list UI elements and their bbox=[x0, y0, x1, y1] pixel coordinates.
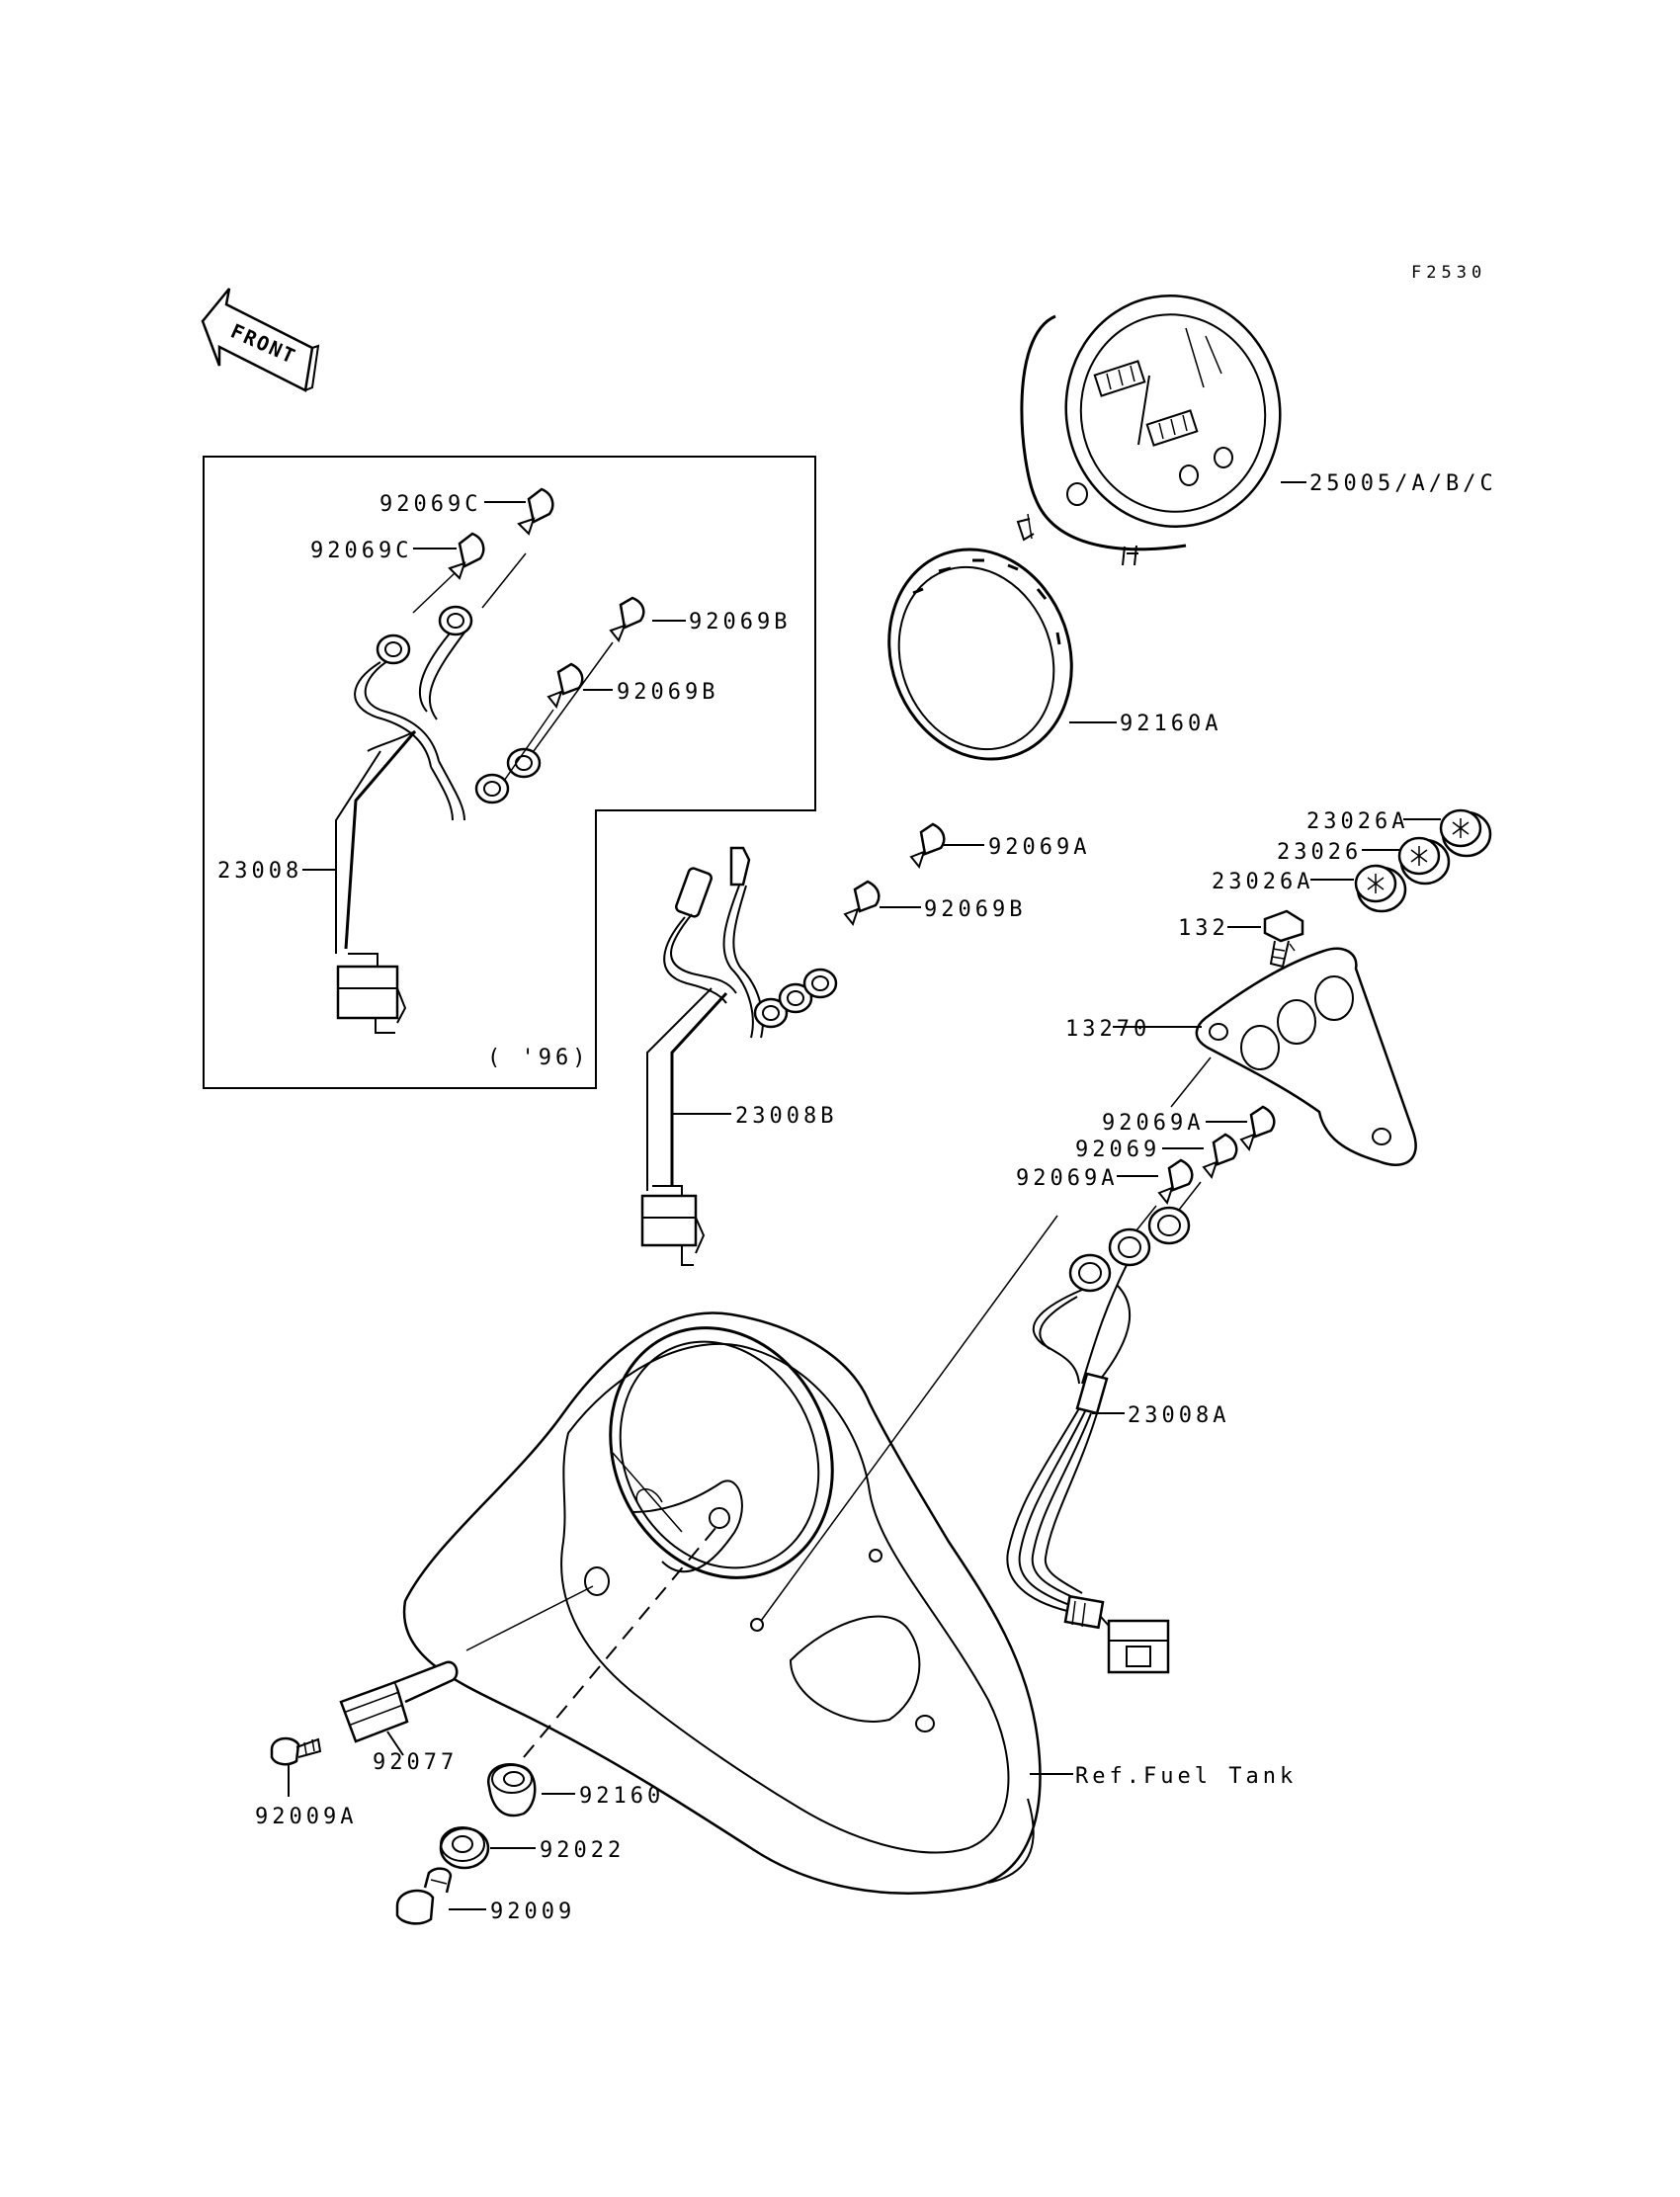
label-92069c-1: 92069C bbox=[379, 492, 481, 517]
label-92160a: 92160A bbox=[1120, 712, 1221, 736]
label-92069b-2: 92069B bbox=[617, 680, 718, 705]
label-92160: 92160 bbox=[579, 1784, 664, 1809]
grommet-92160 bbox=[487, 1762, 537, 1817]
plate-13270 bbox=[1195, 943, 1417, 1166]
screw-92009a bbox=[270, 1736, 322, 1766]
label-23008: 23008 bbox=[217, 859, 302, 884]
label-13270: 13270 bbox=[1065, 1017, 1150, 1042]
label-23008a: 23008A bbox=[1128, 1403, 1229, 1428]
label-92069b-1: 92069B bbox=[689, 610, 791, 634]
plug-92077 bbox=[339, 1660, 459, 1743]
label-92022: 92022 bbox=[540, 1838, 625, 1863]
fuel-tank-cover bbox=[402, 1311, 1042, 1895]
ring-92160a bbox=[887, 548, 1073, 761]
label-92069b-3: 92069B bbox=[924, 897, 1026, 922]
bulb-92069c-2 bbox=[448, 532, 485, 580]
label-ref-fuel-tank: Ref.Fuel Tank bbox=[1075, 1764, 1297, 1789]
label-92009a: 92009A bbox=[255, 1805, 357, 1829]
cap-23026a-1 bbox=[1439, 808, 1492, 858]
front-arrow-icon: FRONT bbox=[201, 288, 320, 392]
harness-23008a bbox=[1006, 1206, 1191, 1674]
cap-23026a-2 bbox=[1354, 864, 1407, 913]
bulb-92069b-1 bbox=[609, 596, 645, 642]
label-23026: 23026 bbox=[1277, 840, 1362, 865]
washer-92022 bbox=[439, 1826, 490, 1870]
bolt-92009 bbox=[395, 1867, 453, 1925]
label-92069a-3: 92069A bbox=[1016, 1166, 1118, 1191]
label-23008b: 23008B bbox=[735, 1104, 837, 1129]
label-23026a-2: 23026A bbox=[1212, 870, 1313, 894]
inset-box bbox=[203, 456, 816, 1089]
bolt-132 bbox=[1263, 909, 1304, 969]
bulb-92069c-1 bbox=[517, 487, 554, 536]
label-92069c-2: 92069C bbox=[310, 539, 412, 563]
inset-note: ( '96) bbox=[487, 1046, 589, 1070]
label-92069a-1: 92069A bbox=[988, 835, 1090, 860]
label-92069: 92069 bbox=[1075, 1138, 1160, 1162]
bulb-92069a-2 bbox=[1239, 1105, 1276, 1152]
label-132: 132 bbox=[1178, 916, 1229, 941]
harness-23008 bbox=[335, 605, 542, 1034]
bulb-92069b-3 bbox=[843, 880, 881, 927]
label-92009: 92009 bbox=[490, 1900, 575, 1924]
label-92077: 92077 bbox=[373, 1750, 458, 1775]
bulb-92069a-3 bbox=[1157, 1158, 1194, 1206]
figure-code: F2530 bbox=[1411, 263, 1486, 283]
cap-23026 bbox=[1397, 836, 1451, 886]
label-25005-a-b-c: 25005/A/B/C bbox=[1309, 471, 1497, 496]
speedometer bbox=[1016, 295, 1282, 566]
bulb-92069a-1 bbox=[909, 822, 946, 870]
harness-23008b bbox=[640, 846, 838, 1266]
label-92069a-2: 92069A bbox=[1102, 1111, 1204, 1136]
label-23026a-1: 23026A bbox=[1306, 809, 1408, 834]
bulb-92069 bbox=[1202, 1133, 1238, 1180]
bulb-92069b-2 bbox=[546, 662, 584, 710]
